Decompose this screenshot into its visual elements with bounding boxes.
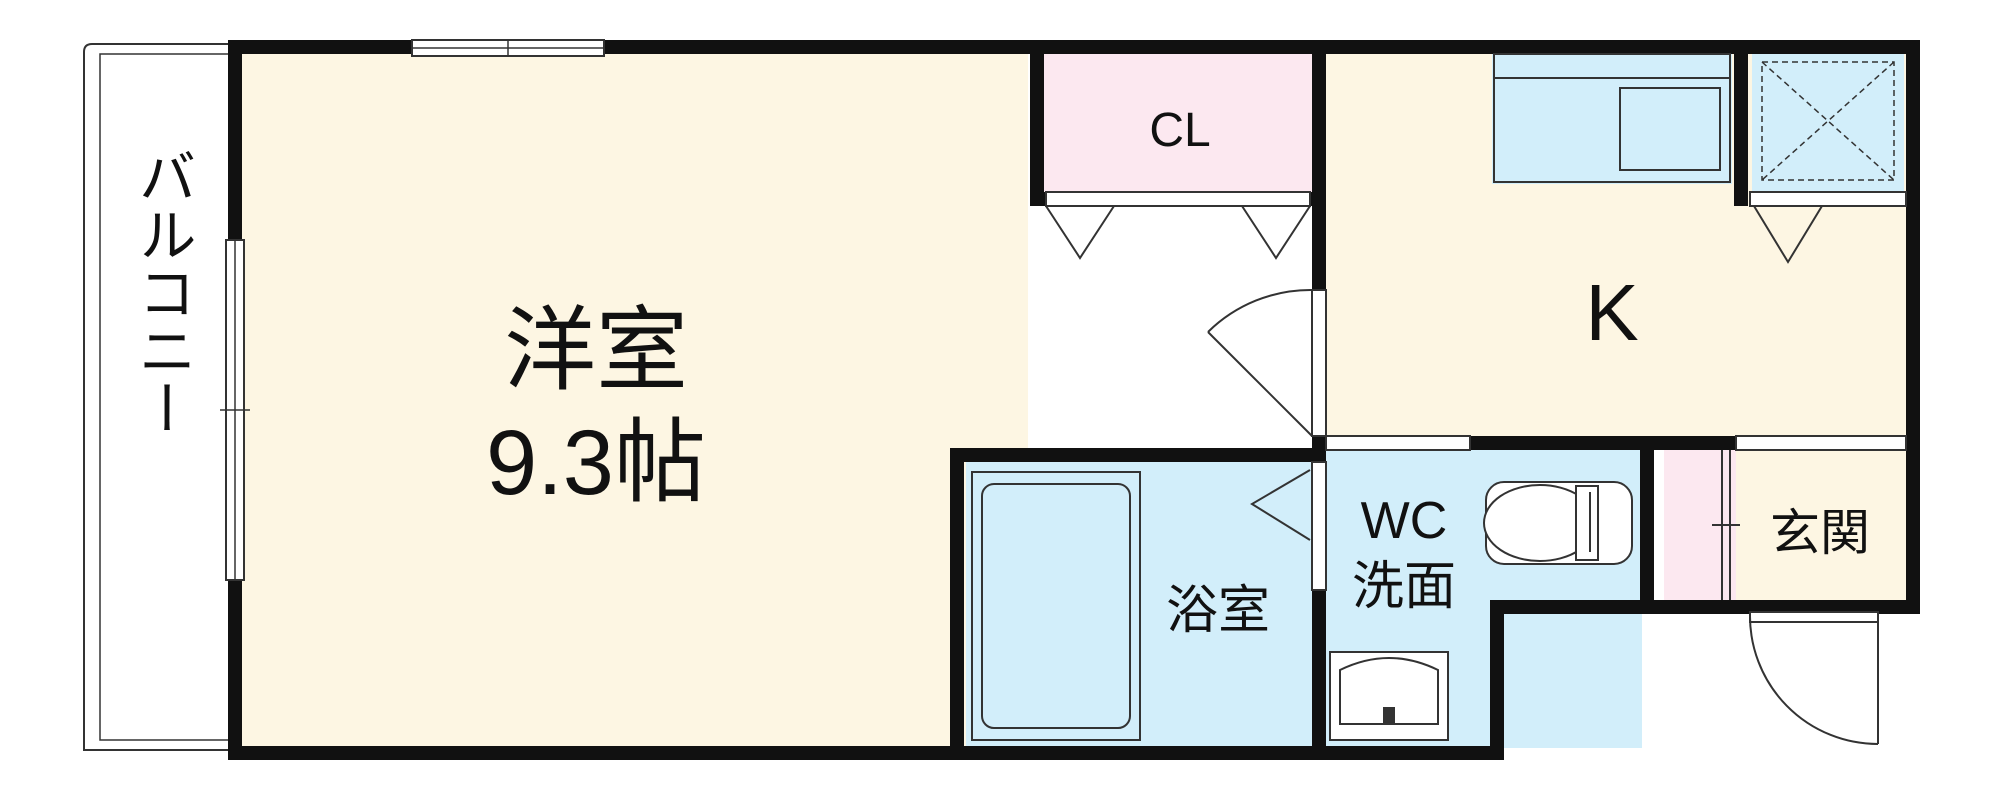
closet-floor: [1044, 52, 1318, 192]
entrance-sliding-door: [1712, 435, 1907, 600]
closet-doors: [1045, 191, 1311, 260]
kitchen-sink: [1493, 53, 1731, 183]
room-door: [1207, 288, 1327, 437]
entrance-label: 玄関: [1770, 505, 1870, 561]
washroom-door: [1325, 435, 1471, 451]
fridge-space: [1752, 52, 1904, 192]
fridge-door: [1749, 191, 1907, 264]
balcony: [83, 43, 232, 751]
kitchen-counter: [1492, 52, 1732, 184]
bath-door: [1250, 461, 1327, 591]
washroom-label: 洗面: [1352, 558, 1456, 616]
bathtub: [971, 471, 1141, 741]
entrance-floor: [1736, 450, 1906, 600]
bathroom-label: 浴室: [1166, 582, 1270, 640]
western-room-floor: [238, 52, 1028, 748]
toilet-label: WC: [1361, 492, 1448, 550]
window-balcony: [220, 239, 250, 581]
window-top: [411, 39, 605, 57]
wash-basin: [1329, 651, 1449, 741]
toilet-icon: [1483, 481, 1633, 565]
closet-label: CL: [1149, 104, 1210, 157]
western-room-label: 洋室: [504, 300, 688, 402]
balcony-label: バルコニー: [130, 147, 195, 437]
fridge-icon: [1761, 61, 1895, 181]
entrance-door: [1748, 611, 1879, 745]
kitchen-label: K: [1585, 268, 1638, 357]
western-room-size: 9.3帖: [486, 412, 706, 514]
